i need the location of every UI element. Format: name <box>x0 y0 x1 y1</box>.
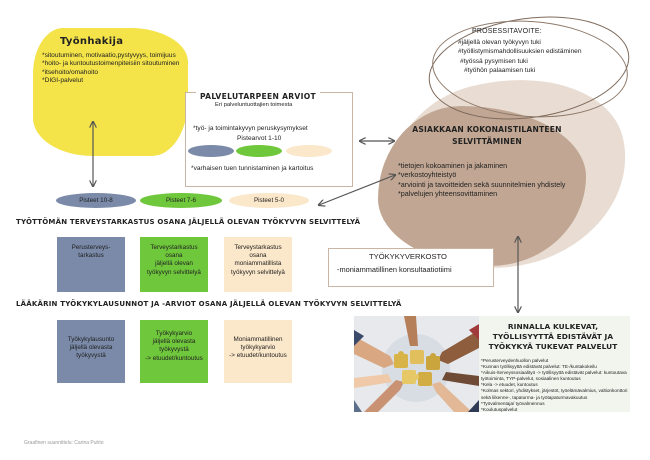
list-item: #jäljellä olevan työkyvyn tuki <box>458 39 541 46</box>
tyonhakija-background-blob <box>33 28 188 156</box>
card-line: Työkykyarvio <box>155 330 193 337</box>
card-line: -> etuudet/kuntoutus <box>229 352 287 360</box>
list-item: *itsehoito/omahoito <box>42 68 99 76</box>
list-item: *Kolmas sektori, yhdistykset, järjestöt,… <box>481 388 628 400</box>
card-terveystarkastus-jaljella: Terveystarkastus osana jäljellä olevan t… <box>140 237 208 292</box>
card-line: tarkastus <box>78 252 104 260</box>
pisteet-5-0: Pisteet 5-0 <box>229 193 309 208</box>
rinnalla-title: Rinnalla kulkevat, työllisyyttä edistävä… <box>488 322 618 351</box>
card-tyokykylausunto: Työkykylausunto jäljellä olevasta työkyv… <box>57 320 125 383</box>
list-item: *Perusterveydenhuollon palvelut <box>481 358 549 363</box>
arrow-pisteet-asiakas <box>319 175 395 205</box>
card-line: osana <box>249 252 267 260</box>
section-tyokykylausunnot-heading: Lääkärin työkykylausunnot ja -arviot osa… <box>16 300 402 308</box>
list-item: *palvelujen yhteensovittaminen <box>398 189 498 199</box>
card-line: työkykyarvio <box>240 344 276 352</box>
puzzle-hands-photo <box>354 316 479 412</box>
card-perusterveystarkastus: Perusterveys- tarkastus <box>57 237 125 292</box>
list-item: #työllistymismahdollisuuksien edistämine… <box>458 48 582 56</box>
arviot-line-pistearvot: Pistearvot 1-10 <box>237 135 282 142</box>
arviot-subtitle: Eri palveluntuottajien toimesta <box>215 102 293 108</box>
asiakas-list: *tietojen kokoaminen ja jakaminen *verko… <box>398 161 578 199</box>
list-item: *arviointi ja tavoitteiden sekä suunnite… <box>398 179 566 189</box>
list-item: #työhön palaamisen tuki <box>464 67 536 75</box>
tyokykyverkosto-title: TYÖKYKYVERKOSTO <box>369 252 447 261</box>
list-item: *verkostoyhteistyö <box>398 170 457 180</box>
card-line: Työkykylausunto <box>67 336 115 343</box>
score-ellipse-green <box>236 145 282 157</box>
pisteet-7-6: Pisteet 7-6 <box>140 193 222 208</box>
credit-text: Graafinen suunnittelu: Carina Puhto <box>24 440 104 446</box>
tyonhakija-title: Työnhakija <box>60 36 124 47</box>
tyokykyverkosto-box <box>328 248 494 287</box>
card-line: -> etuudet/kuntoutus <box>145 354 203 362</box>
score-ellipse-peach <box>286 145 332 157</box>
asiakas-background-blob <box>378 106 586 266</box>
card-line: työkyvystä <box>159 346 189 354</box>
card-line: jäljellä olevasta <box>69 344 113 352</box>
prosessitavoite-title: PROSESSITAVOITE: <box>472 28 542 35</box>
list-item: #työssä pysymisen tuki <box>460 57 528 65</box>
card-line: työkyvyn selvittelyä <box>147 268 201 276</box>
card-line: Terveystarkastus <box>234 244 282 251</box>
asiakas-title: Asiakkaan kokonaistilanteen selvittämine… <box>412 125 562 146</box>
card-line: jäljellä olevan <box>155 260 193 268</box>
list-item: *Kunnan työllisyyttä edistävät palvelut:… <box>481 364 597 370</box>
card-line: työkyvyn selvittelyä <box>231 268 285 276</box>
card-moniammatillinen-tyokykyarvio: Moniammatillinen työkykyarvio -> etuudet… <box>224 320 292 383</box>
tyokykyverkosto-subtitle: -moniammatillinen konsultaatiotiimi <box>337 265 452 274</box>
list-item: *Kela -> etuudet, kuntoutus <box>481 382 538 388</box>
card-line: Moniammatillinen <box>233 336 283 343</box>
list-item: *Työvalmentaja/ työvalmennus <box>481 400 545 406</box>
tyonhakija-list: *sitoutuminen, motivaatio,pystyvyys, toi… <box>42 52 188 86</box>
list-item: *tietojen kokoaminen ja jakaminen <box>398 161 508 170</box>
section-terveystarkastus-heading: Työttömän terveystarkastus osana jäljell… <box>16 218 361 226</box>
card-line: työkyvystä <box>76 352 106 360</box>
rinnalla-list: *Perusterveydenhuollon palvelut *Kunnan … <box>481 358 631 413</box>
list-item: *hoito- ja kuntoutustoimenpiteisiin sito… <box>42 60 180 68</box>
list-item: *Aikuis-/terveyssosiaalityö -> työllisyy… <box>481 370 627 382</box>
card-line: Perusterveys- <box>71 244 111 251</box>
prosessitavoite-list: #jäljellä olevan työkyvyn tuki #työllist… <box>458 38 582 76</box>
arviot-line-peruskysymykset: *työ- ja toimintakyvyn peruskysymykset <box>193 125 308 132</box>
list-item: *sitoutuminen, motivaatio,pystyvyys, toi… <box>42 52 176 59</box>
card-tyokykyarvio: Työkykyarvio jäljellä olevasta työkyvyst… <box>140 320 208 383</box>
card-line: osana <box>165 252 183 260</box>
arviot-box <box>185 92 353 187</box>
arviot-line-varhainen-tuki: *varhaisen tuen tunnistaminen ja kartoit… <box>191 165 314 172</box>
list-item: *Koulutuspalvelut <box>481 406 518 412</box>
card-line: Terveystarkastus <box>150 244 198 251</box>
list-item: *DIGI-palvelut <box>42 77 84 85</box>
card-terveystarkastus-moniammatillinen: Terveystarkastus osana moniammatillista … <box>224 237 292 292</box>
card-line: moniammatillista <box>234 260 282 268</box>
arviot-title: Palvelutarpeen arviot <box>196 92 320 101</box>
card-line: jäljellä olevasta <box>152 338 196 346</box>
pisteet-10-8: Pisteet 10-8 <box>56 193 136 208</box>
score-ellipse-blue <box>188 145 234 157</box>
